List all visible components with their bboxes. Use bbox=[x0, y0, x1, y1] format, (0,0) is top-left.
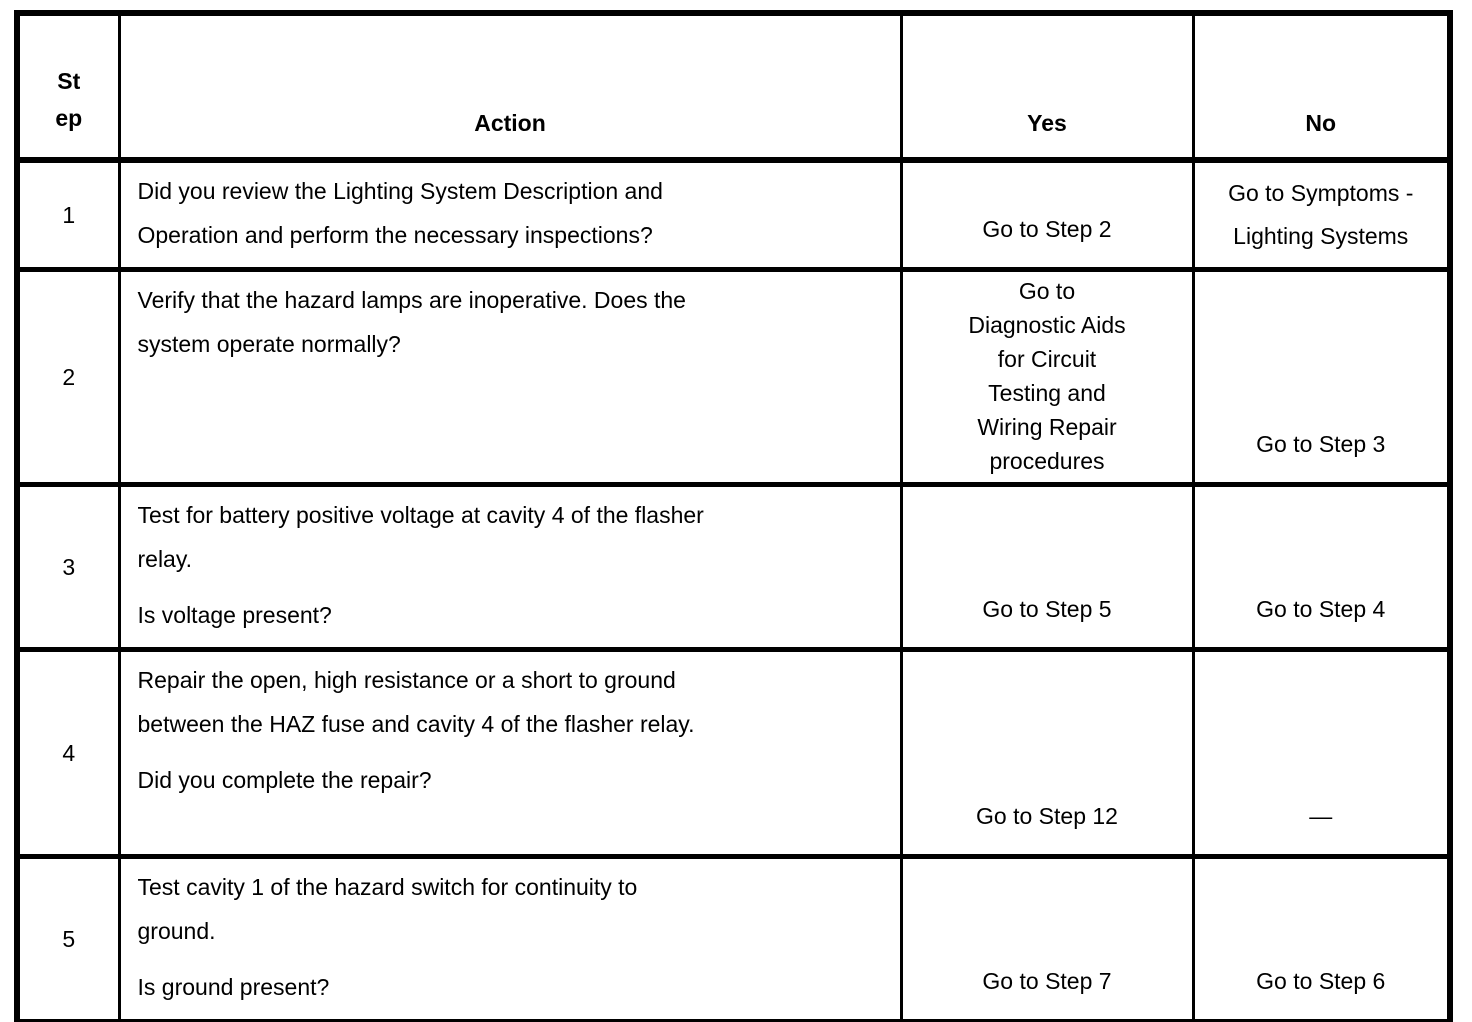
no-cell: Go to Symptoms - Lighting Systems bbox=[1191, 157, 1452, 272]
action-cell: Did you review the Lighting System Descr… bbox=[117, 157, 903, 272]
step-cell: 4 bbox=[15, 647, 121, 859]
question-text: Did you complete the repair? bbox=[137, 767, 432, 793]
yes-cell: Go to Step 7 bbox=[899, 854, 1195, 1022]
header-action: Action bbox=[117, 10, 903, 163]
no-cell: — bbox=[1191, 647, 1452, 859]
table-row: 3 Test for battery positive voltage at c… bbox=[15, 482, 1452, 652]
yes-cell: Go to Step 2 bbox=[899, 157, 1195, 272]
yes-cell: Go to Step 5 bbox=[899, 482, 1195, 652]
question-text: Is ground present? bbox=[137, 974, 330, 1000]
header-yes: Yes bbox=[899, 10, 1195, 163]
action-cell: Test for battery positive voltage at cav… bbox=[117, 482, 903, 652]
step-cell: 1 bbox=[15, 157, 121, 272]
action-text: Test for battery positive voltage at cav… bbox=[137, 502, 704, 572]
table-row: 4 Repair the open, high resistance or a … bbox=[15, 647, 1452, 859]
action-cell: Verify that the hazard lamps are inopera… bbox=[117, 267, 903, 487]
action-cell: Test cavity 1 of the hazard switch for c… bbox=[117, 854, 903, 1022]
action-text: Repair the open, high resistance or a sh… bbox=[137, 667, 695, 737]
step-cell: 2 bbox=[15, 267, 121, 487]
table-row: 5 Test cavity 1 of the hazard switch for… bbox=[15, 854, 1452, 1022]
yes-cell: Go to Step 12 bbox=[899, 647, 1195, 859]
yes-cell: Go to Diagnostic Aids for Circuit Testin… bbox=[899, 267, 1195, 487]
header-step: St ep bbox=[15, 10, 121, 163]
no-cell: Go to Step 3 bbox=[1191, 267, 1452, 487]
action-cell: Repair the open, high resistance or a sh… bbox=[117, 647, 903, 859]
header-no: No bbox=[1191, 10, 1452, 163]
header-row: St ep Action Yes No bbox=[15, 10, 1452, 163]
diagnostic-table: St ep Action Yes No 1 Did you review the… bbox=[14, 10, 1453, 1022]
action-text: Test cavity 1 of the hazard switch for c… bbox=[137, 874, 638, 944]
action-text: Verify that the hazard lamps are inopera… bbox=[137, 287, 686, 357]
step-cell: 5 bbox=[15, 854, 121, 1022]
no-cell: Go to Step 4 bbox=[1191, 482, 1452, 652]
step-cell: 3 bbox=[15, 482, 121, 652]
table-row: 1 Did you review the Lighting System Des… bbox=[15, 157, 1452, 272]
question-text: Is voltage present? bbox=[137, 602, 332, 628]
no-cell: Go to Step 6 bbox=[1191, 854, 1452, 1022]
table-row: 2 Verify that the hazard lamps are inope… bbox=[15, 267, 1452, 487]
action-text: Did you review the Lighting System Descr… bbox=[137, 178, 663, 248]
